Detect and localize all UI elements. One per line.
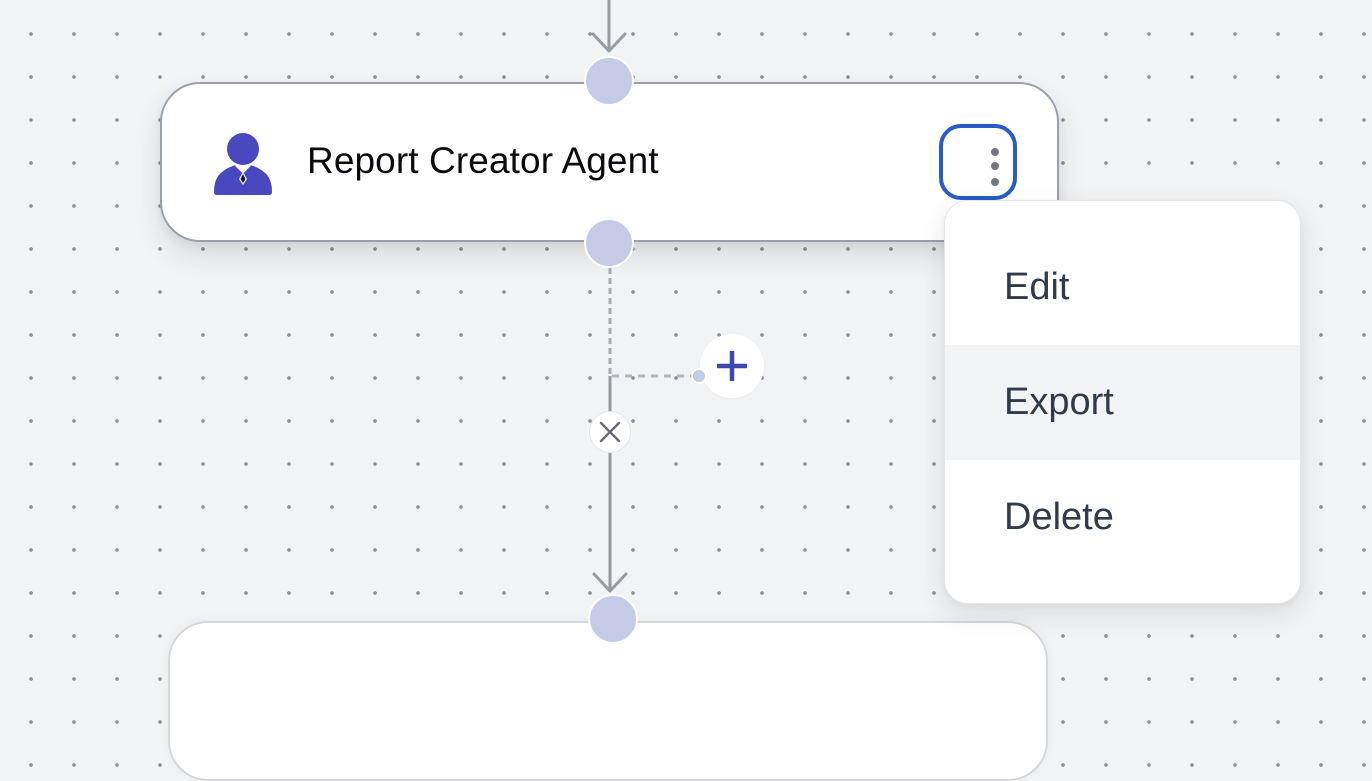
workflow-node-report-creator-agent[interactable]: Report Creator Agent	[160, 82, 1059, 242]
kebab-dot	[991, 162, 999, 170]
node-context-menu: Edit Export Delete	[944, 200, 1301, 604]
node-menu-button[interactable]	[939, 124, 1017, 200]
branch-anchor-dot	[691, 368, 707, 384]
outgoing-edge-dashed	[608, 268, 693, 412]
menu-item-delete[interactable]: Delete	[1004, 496, 1114, 538]
next-node-input-handle[interactable]	[588, 594, 638, 644]
remove-edge-button[interactable]	[589, 411, 631, 453]
next-workflow-node[interactable]	[168, 621, 1048, 781]
menu-item-export[interactable]: Export	[945, 345, 1300, 460]
node-input-handle[interactable]	[584, 56, 634, 106]
outgoing-edge-solid	[592, 453, 628, 593]
incoming-edge	[591, 0, 627, 53]
add-branch-button[interactable]	[700, 334, 764, 398]
kebab-dot	[991, 178, 999, 186]
close-x-icon	[599, 421, 621, 443]
node-title: Report Creator Agent	[307, 140, 659, 181]
plus-icon	[717, 351, 747, 381]
menu-item-edit[interactable]: Edit	[1004, 266, 1070, 308]
kebab-vertical-icon	[991, 148, 999, 156]
node-output-handle[interactable]	[584, 218, 634, 268]
agent-person-icon	[214, 133, 272, 195]
